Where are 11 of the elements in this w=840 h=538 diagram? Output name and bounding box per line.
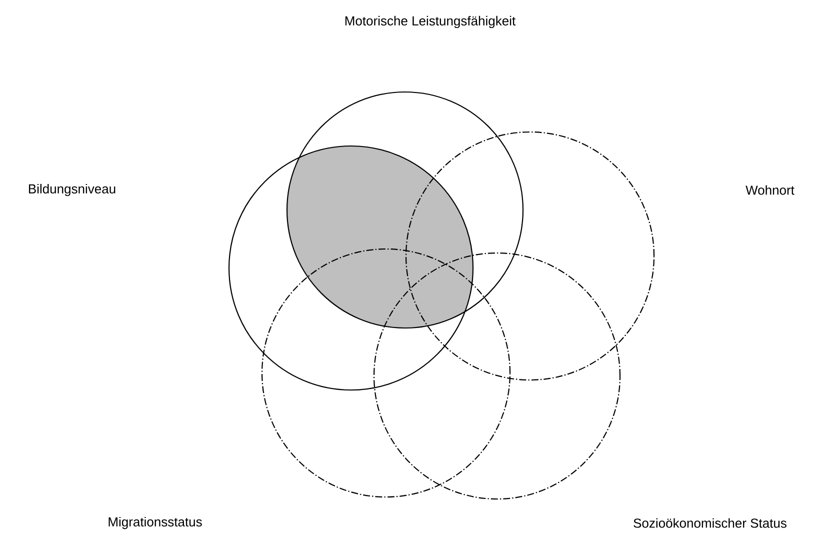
venn-circle xyxy=(261,248,511,498)
shaded-overlap xyxy=(287,146,473,328)
venn-circle xyxy=(373,252,621,500)
circle-label: Sozioökonomischer Status xyxy=(634,518,786,528)
venn-circle xyxy=(286,91,524,329)
venn-circle xyxy=(405,131,655,381)
circle-label: Wohnort xyxy=(746,185,794,195)
venn-circle xyxy=(228,145,474,391)
circle-label: Bildungsniveau xyxy=(28,184,116,196)
circle-label: Migrationsstatus xyxy=(108,516,202,530)
circle-label: Motorische Leistungsfähigkeit xyxy=(345,16,516,28)
